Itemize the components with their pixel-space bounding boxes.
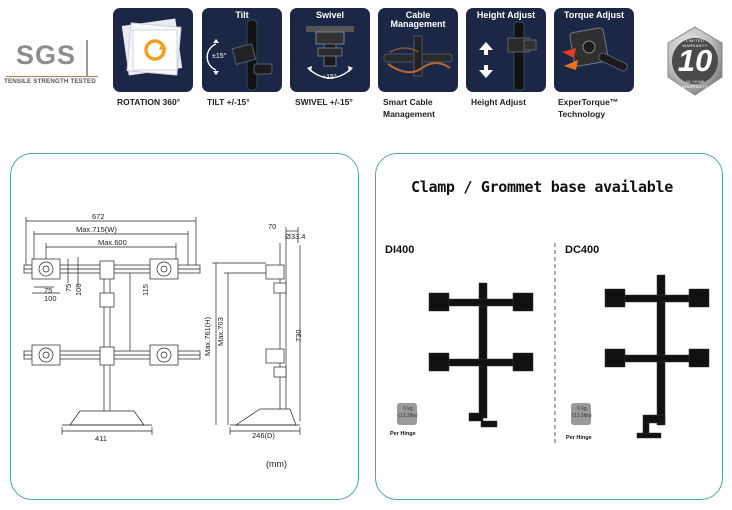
feature-tilt-tile: Tilt ±15° (202, 8, 282, 92)
availability-title: Clamp / Grommet base available (411, 178, 673, 196)
rotation-icon (121, 18, 183, 76)
dim-max-height: Max.761(H) (203, 316, 212, 356)
dim-side-100: 100 (74, 283, 83, 296)
warranty-bottom-text: 10 YEAR WARRANTY (682, 79, 708, 89)
cable-icon (383, 35, 453, 77)
sgs-divider (86, 40, 88, 76)
feature-tilt-caption: TILT +/-15° (207, 97, 250, 107)
model-dc400-label: DC400 (565, 244, 600, 256)
di400-per-hinge: Per Hinge (390, 431, 416, 437)
availability-illustration (397, 243, 710, 443)
height-icon (479, 21, 537, 91)
feature-height-caption: Height Adjust (471, 97, 526, 107)
dimension-panel (10, 153, 359, 500)
feature-swivel-caption: SWIVEL +/-15° (295, 97, 353, 107)
feature-swivel-heading: Swivel (315, 10, 344, 20)
feature-height-heading: Height Adjust (476, 10, 536, 20)
tilt-badge: ±15° (212, 53, 227, 60)
feature-rotation-tile (113, 8, 193, 92)
dim-vesa-75: 75 (44, 286, 53, 295)
sgs-logo: SGS TENSILE STRENGTH TESTED (4, 40, 98, 90)
dim-height-730: 730 (294, 329, 303, 342)
feature-tilt-heading: Tilt (235, 10, 249, 20)
warranty-badge-icon (667, 26, 723, 96)
dim-side-top-70: 70 (268, 222, 277, 231)
tilt-icon (206, 19, 273, 91)
warranty-badge: 10 LIMITED WARRANTY 10 YEAR WARRANTY (662, 25, 728, 97)
dc400-weight-top: 6 kg (577, 406, 587, 412)
feature-torque-heading: Torque Adjust (564, 10, 624, 20)
di400-weight-bottom: (13.2lbs) (398, 413, 418, 419)
dim-depth-246: 246(D) (252, 431, 275, 440)
model-di400-label: DI400 (385, 244, 415, 256)
feature-swivel-tile: Swivel +15° (290, 8, 370, 92)
sgs-underline (6, 76, 98, 77)
dim-max-width: Max.715(W) (76, 225, 117, 234)
feature-rotation-caption: ROTATION 360° (117, 97, 181, 107)
feature-torque-caption: ExperTorque™ Technology (558, 97, 619, 119)
dc400-weight-bottom: (13.2lbs) (572, 413, 592, 419)
feature-torque-tile: Torque Adjust (554, 8, 634, 92)
feature-cable-tile: Cable Management (378, 8, 458, 92)
sgs-subtitle: TENSILE STRENGTH TESTED (4, 78, 96, 85)
dim-base-411: 411 (95, 434, 107, 443)
feature-cable-caption: Smart Cable Management (383, 97, 435, 119)
dim-side-75: 75 (64, 283, 73, 292)
dimension-diagram (23, 217, 301, 435)
dim-unit: (mm) (266, 459, 287, 469)
dc400-per-hinge: Per Hinge (566, 435, 592, 441)
di400-weight-top: 6 kg (403, 406, 413, 412)
dim-vesa-100: 100 (44, 294, 57, 303)
torque-icon (562, 27, 628, 72)
feature-cable-heading: Cable Management (390, 10, 446, 29)
swivel-badge: +15° (322, 74, 337, 81)
dim-gap-115: 115 (141, 284, 150, 296)
warranty-top-text: LIMITED WARRANTY (682, 38, 708, 48)
dim-width-600: Max.600 (98, 238, 127, 247)
feature-height-tile: Height Adjust (466, 8, 546, 92)
sgs-logo-text: SGS (15, 40, 77, 70)
swivel-icon (306, 26, 354, 79)
dim-max-703: Max.703 (216, 317, 225, 346)
dim-total-width: 672 (92, 212, 105, 221)
warranty-number: 10 (677, 43, 713, 78)
dim-pole-diameter: Ø33.4 (285, 232, 306, 241)
